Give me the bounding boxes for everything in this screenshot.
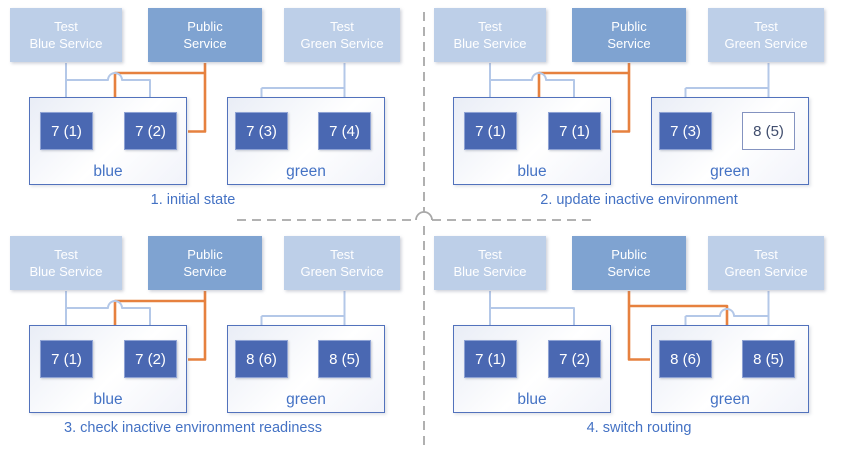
test-green-service-box: Test Green Service — [284, 236, 400, 290]
green-environment-label: green — [710, 163, 750, 180]
test-green-service-label: Test Green Service — [300, 246, 384, 279]
panel-1-initial-state: Test Blue Service Public Service Test Gr… — [0, 0, 424, 228]
public-service-box: Public Service — [572, 8, 686, 62]
test-blue-service-label: Test Blue Service — [29, 18, 103, 51]
public-service-label: Public Service — [183, 18, 227, 51]
test-green-service-label: Test Green Service — [300, 18, 384, 51]
green-environment-label: green — [286, 163, 326, 180]
green-environment-label: green — [710, 391, 750, 408]
pod-green-1: 8 (6) — [659, 340, 712, 378]
pod-blue-1: 7 (1) — [464, 340, 517, 378]
pod-blue-2: 7 (2) — [548, 340, 601, 378]
test-blue-service-label: Test Blue Service — [29, 246, 103, 279]
panel-caption: 4. switch routing — [586, 420, 692, 436]
pod-green-1: 8 (6) — [235, 340, 288, 378]
blue-environment-label: blue — [517, 163, 547, 180]
blue-environment-label: blue — [93, 163, 123, 180]
test-green-service-box: Test Green Service — [708, 236, 824, 290]
pod-blue-2: 7 (2) — [124, 340, 177, 378]
test-blue-service-label: Test Blue Service — [453, 18, 527, 51]
blue-environment-label: blue — [517, 391, 547, 408]
public-service-label: Public Service — [607, 18, 651, 51]
pod-green-2-starting: 8 (5) — [742, 112, 795, 150]
panel-caption: 1. initial state — [150, 192, 236, 208]
pod-green-2: 8 (5) — [742, 340, 795, 378]
test-blue-service-box: Test Blue Service — [434, 236, 546, 290]
pod-blue-2: 7 (2) — [124, 112, 177, 150]
pod-blue-1: 7 (1) — [40, 340, 93, 378]
pod-blue-1: 7 (1) — [40, 112, 93, 150]
test-blue-service-box: Test Blue Service — [10, 8, 122, 62]
public-service-box: Public Service — [148, 8, 262, 62]
panel-2-update-inactive-environment: Test Blue Service Public Service Test Gr… — [424, 0, 848, 228]
public-service-box: Public Service — [572, 236, 686, 290]
green-environment-label: green — [286, 391, 326, 408]
pod-blue-1: 7 (1) — [464, 112, 517, 150]
test-blue-service-box: Test Blue Service — [10, 236, 122, 290]
test-green-service-box: Test Green Service — [284, 8, 400, 62]
panel-4-switch-routing: Test Blue Service Public Service Test Gr… — [424, 228, 848, 456]
public-service-label: Public Service — [183, 246, 227, 279]
pod-green-2: 7 (4) — [318, 112, 371, 150]
pod-green-1: 7 (3) — [659, 112, 712, 150]
test-blue-service-label: Test Blue Service — [453, 246, 527, 279]
test-green-service-label: Test Green Service — [724, 18, 808, 51]
pod-green-2: 8 (5) — [318, 340, 371, 378]
public-service-label: Public Service — [607, 246, 651, 279]
test-blue-service-box: Test Blue Service — [434, 8, 546, 62]
panel-caption: 2. update inactive environment — [540, 192, 738, 208]
blue-environment-label: blue — [93, 391, 123, 408]
pod-green-1: 7 (3) — [235, 112, 288, 150]
test-green-service-box: Test Green Service — [708, 8, 824, 62]
test-green-service-label: Test Green Service — [724, 246, 808, 279]
panel-3-check-inactive-environment-readiness: Test Blue Service Public Service Test Gr… — [0, 228, 424, 456]
panel-caption: 3. check inactive environment readiness — [64, 420, 322, 436]
public-service-box: Public Service — [148, 236, 262, 290]
pod-blue-2: 7 (1) — [548, 112, 601, 150]
